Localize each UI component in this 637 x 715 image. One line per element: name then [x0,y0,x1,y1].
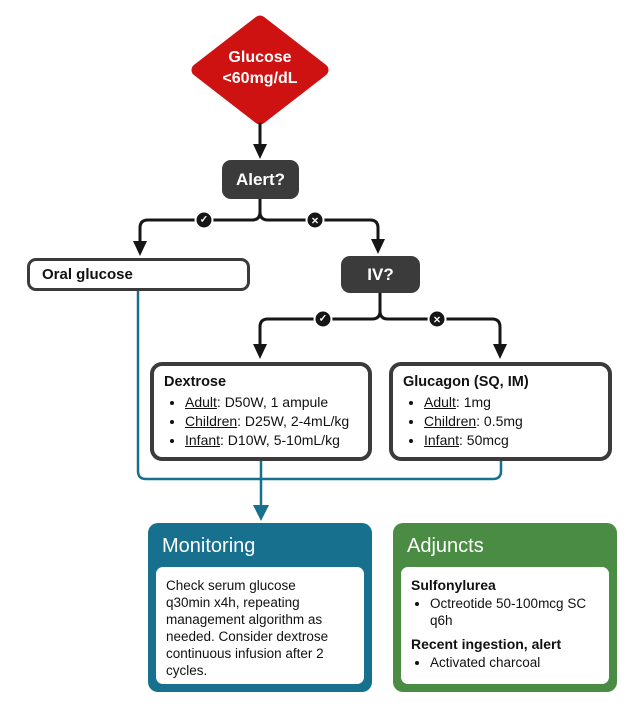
check-icon: ✓ [194,210,214,230]
dextrose-title: Dextrose [164,374,227,390]
list-item: Children: D25W, 2-4mL/kg [185,412,360,431]
glucagon-dose-list: Adult: 1mg Children: 0.5mg Infant: 50mcg [403,393,600,450]
glucose-diamond-shape [191,15,329,125]
panel-adjuncts: Adjuncts Sulfonylurea Octreotide 50-100m… [393,523,617,692]
list-item: Adult: D50W, 1 ampule [185,393,360,412]
list-item: Infant: 50mcg [424,431,600,450]
adjuncts-ingestion-list: Activated charcoal [411,654,599,671]
start-node-glucose: Glucose <60mg/dL [222,49,298,87]
teal-connectors [136,291,503,506]
adjuncts-heading-recent-ingestion: Recent ingestion, alert [411,636,562,652]
monitoring-body: Check serum glucose q30min x4h, repeatin… [156,567,364,684]
arrowhead-to-oral-glucose [133,241,147,256]
arrowhead-to-alert [253,144,267,159]
connector-oral-glucagon-merge [136,291,503,481]
decision-alert: Alert? [222,160,299,199]
list-item: Infant: D10W, 5-10mL/kg [185,431,360,450]
decision-alert-label: Alert? [235,169,286,189]
cross-icon: × [427,309,447,329]
list-item: Octreotide 50-100mcg SC q6h [430,595,599,629]
arrowhead-to-dextrose [253,344,267,359]
node-dextrose: Dextrose Adult: D50W, 1 ampule Children:… [150,362,372,461]
arrowhead-to-iv [371,239,385,254]
connector-alert-no [258,210,380,242]
connector-iv-no [378,309,502,347]
list-item: Activated charcoal [430,654,599,671]
list-item: Adult: 1mg [424,393,600,412]
monitoring-text: Check serum glucose q30min x4h, repeatin… [166,578,329,678]
oral-glucose-label: Oral glucose [42,266,133,283]
cross-icon: × [305,210,325,230]
list-item: Children: 0.5mg [424,412,600,431]
adjuncts-title: Adjuncts [407,535,484,557]
adjuncts-body: Sulfonylurea Octreotide 50-100mcg SC q6h… [401,567,609,684]
decision-iv: IV? [341,256,420,293]
glucagon-title: Glucagon (SQ, IM) [403,374,529,390]
panel-monitoring: Monitoring Check serum glucose q30min x4… [148,523,372,692]
black-arrowheads [133,144,507,359]
node-glucagon: Glucagon (SQ, IM) Adult: 1mg Children: 0… [389,362,612,461]
adjuncts-sulfonylurea-list: Octreotide 50-100mcg SC q6h [411,595,599,629]
dextrose-dose-list: Adult: D50W, 1 ampule Children: D25W, 2-… [164,393,360,450]
adjuncts-heading-sulfonylurea: Sulfonylurea [411,577,496,593]
node-oral-glucose: Oral glucose [27,258,250,291]
decision-iv-label: IV? [367,264,394,284]
check-icon: ✓ [313,309,333,329]
arrowhead-to-glucagon [493,344,507,359]
arrowhead-to-monitoring [253,505,269,521]
monitoring-title: Monitoring [162,535,256,557]
